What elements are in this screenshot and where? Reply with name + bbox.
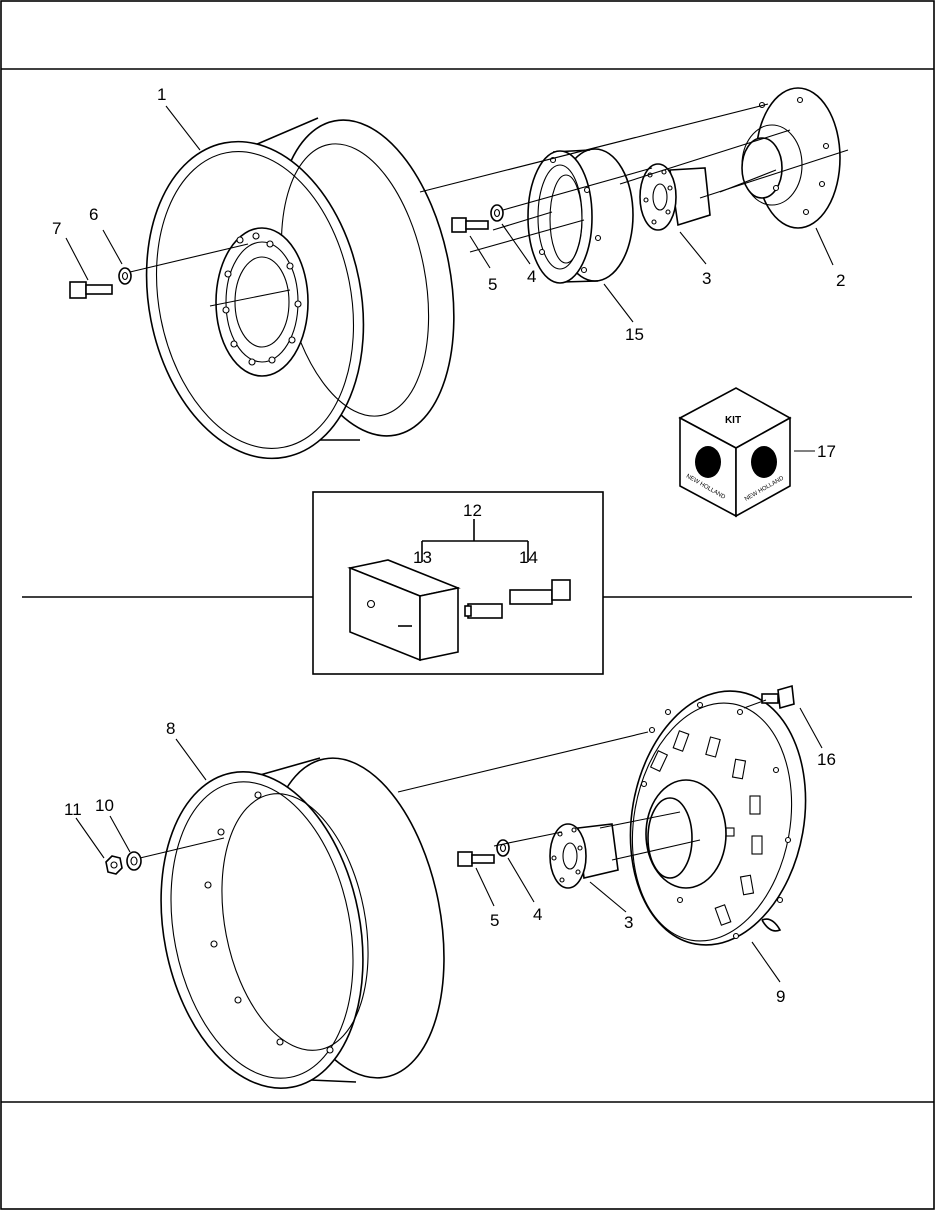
disc-bolt (761, 684, 795, 710)
hub-bolt-top (451, 217, 489, 233)
callout-4-top: 4 (527, 267, 536, 286)
callout-17: 17 (817, 442, 836, 461)
inset-bracket (421, 519, 529, 562)
rim-washer-bottom (126, 851, 142, 871)
callout-3-bottom: 3 (624, 913, 633, 932)
rim-bolt-holes-bottom (204, 791, 334, 1054)
callout-10: 10 (95, 796, 114, 815)
rim-bolt-holes-top (222, 232, 302, 366)
inset-box (312, 491, 604, 675)
axle-flange (741, 87, 841, 229)
rim-washer-top (118, 267, 132, 285)
callout-16: 16 (817, 750, 836, 769)
callout-15: 15 (625, 325, 644, 344)
assembly-lines-bottom (139, 699, 767, 861)
callout-1: 1 (157, 85, 166, 104)
callout-8: 8 (166, 719, 175, 738)
hub-washer-bottom (496, 839, 510, 857)
callout-3-top: 3 (702, 269, 711, 288)
callout-labels: 1 2 3 4 5 6 7 15 17 12 13 14 8 16 10 11 … (52, 85, 845, 1006)
leader-lines (65, 105, 834, 983)
callout-5-top: 5 (488, 275, 497, 294)
hub-washer-top (490, 204, 504, 222)
callout-7: 7 (52, 219, 61, 238)
center-disc (629, 690, 807, 946)
callout-5-bottom: 5 (490, 911, 499, 930)
callout-11: 11 (64, 800, 82, 819)
insert-part (464, 603, 503, 619)
rim-nut (105, 855, 123, 875)
clamp-top (639, 163, 711, 231)
inset-bolt (509, 579, 571, 605)
wheel-rim-top (145, 117, 455, 460)
rim-bolt-top (69, 281, 113, 299)
clamp-bottom (549, 823, 619, 889)
assembly-lines-top (129, 103, 849, 307)
callout-13: 13 (413, 548, 432, 567)
kit-box: KIT NEW HOLLAND NEW HOLLAND (678, 387, 792, 518)
hub-bolt-bottom (457, 851, 495, 867)
callout-14: 14 (519, 548, 538, 567)
wheel-rim-bottom (160, 757, 445, 1089)
hub-adapter (527, 148, 634, 284)
weight-block (347, 559, 461, 662)
kit-label: KIT (725, 415, 741, 426)
callout-6: 6 (89, 205, 98, 224)
callout-12: 12 (463, 501, 482, 520)
callout-2: 2 (836, 271, 845, 290)
callout-9: 9 (776, 987, 785, 1006)
callout-4-bottom: 4 (533, 905, 542, 924)
